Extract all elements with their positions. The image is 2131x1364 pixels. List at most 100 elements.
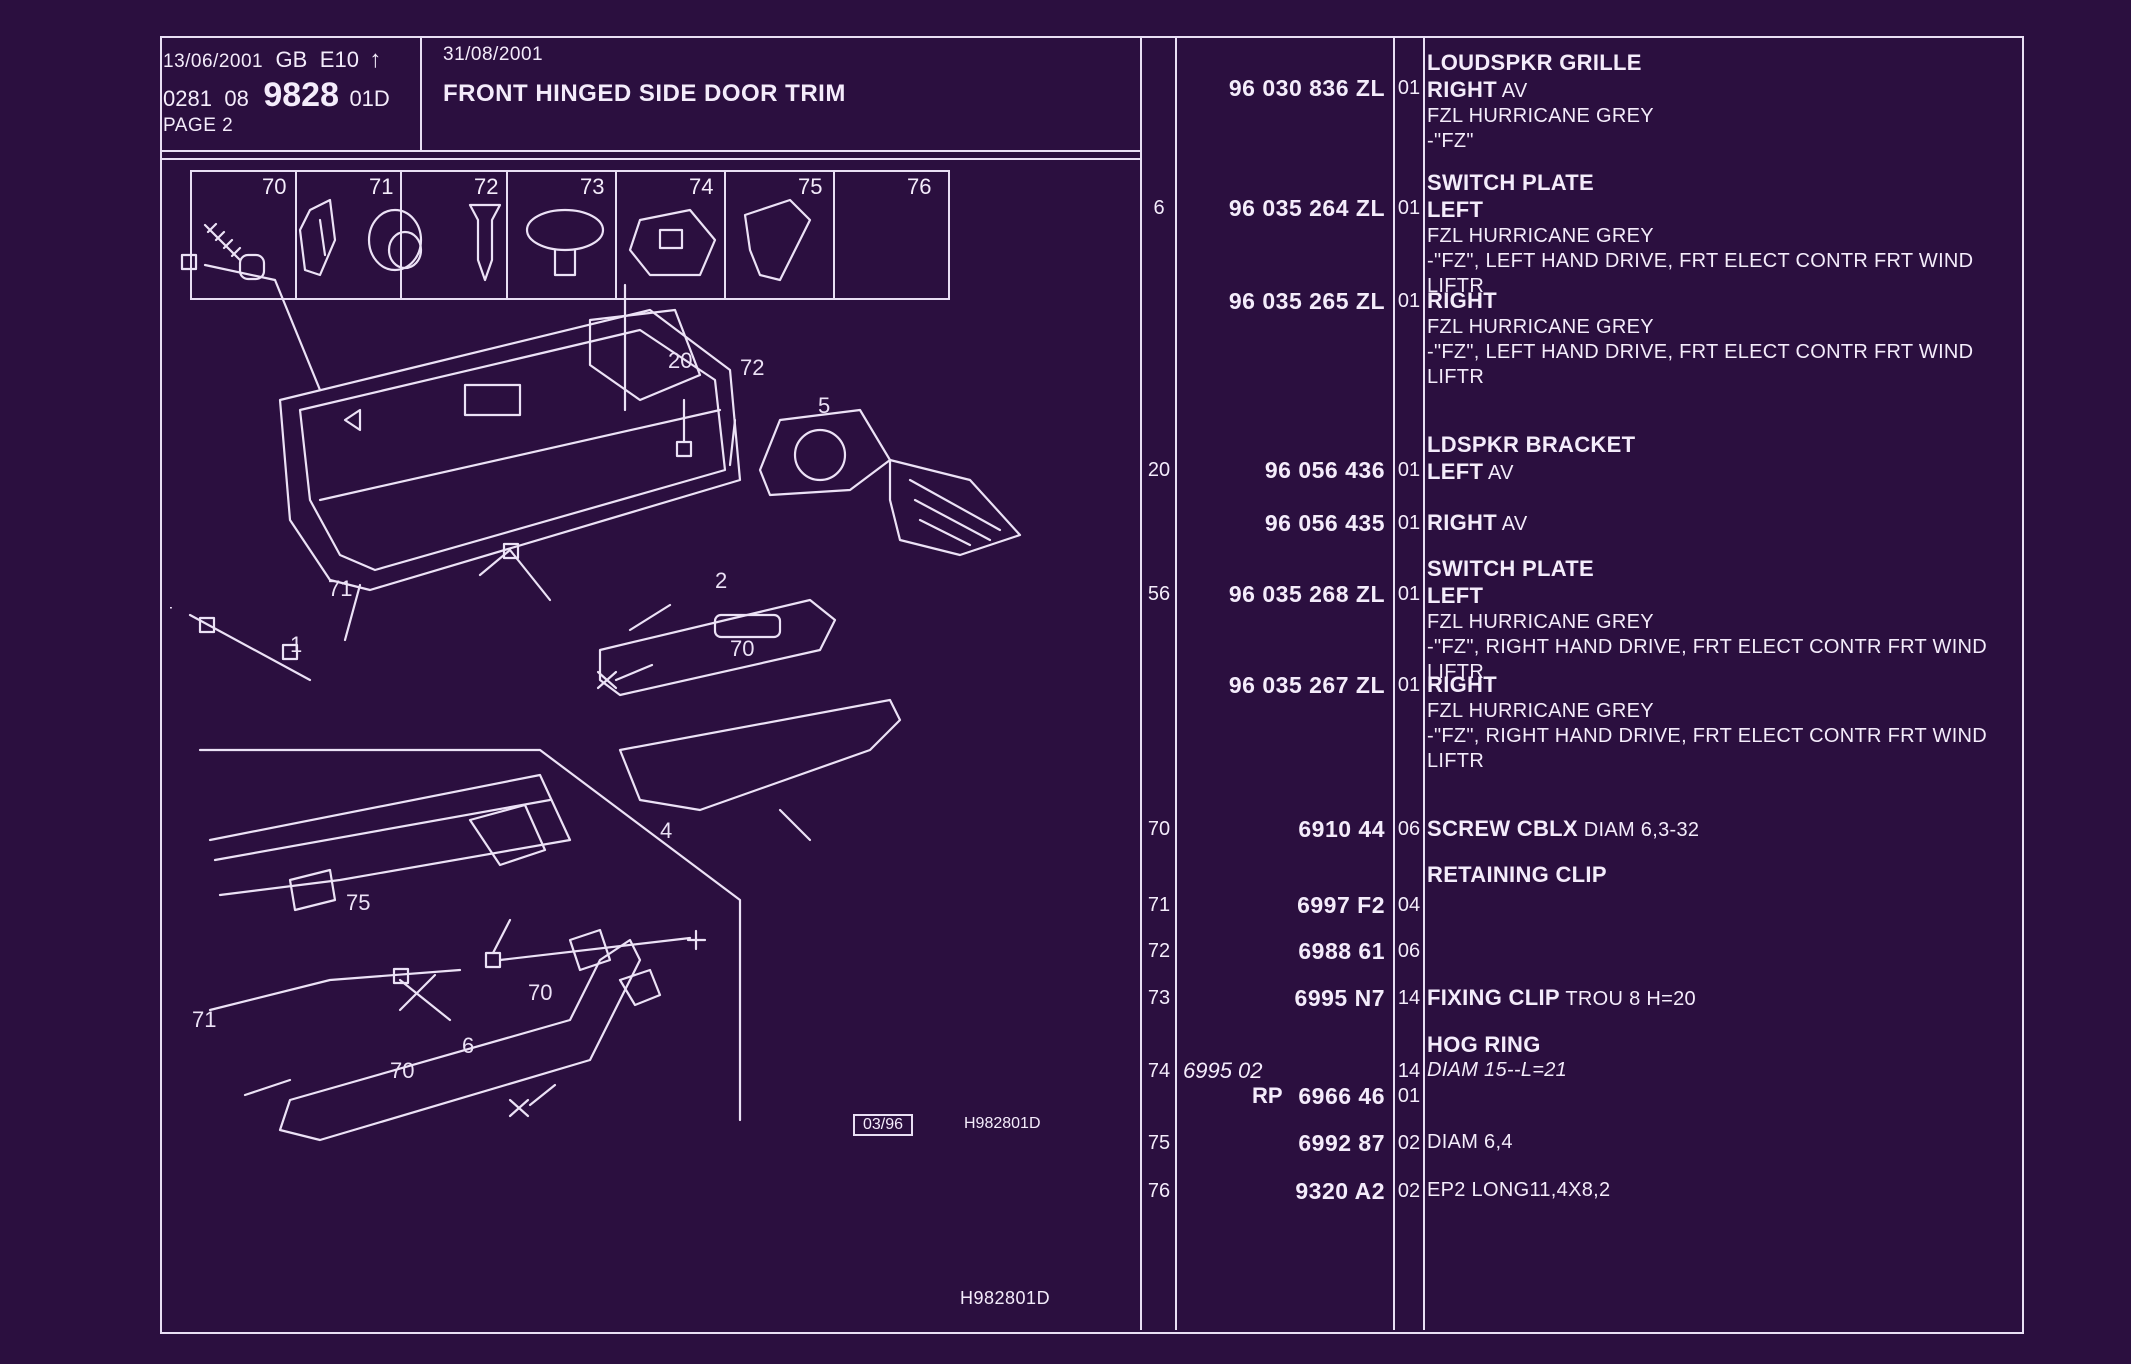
description-text: AV <box>1483 462 1514 484</box>
screw-icon <box>203 222 266 281</box>
part-number[interactable]: 6966 46 <box>1298 1083 1385 1109</box>
part-description: FIXING CLIP TROU 8 H=20 <box>1427 985 2017 1012</box>
description-line: SWITCH PLATE <box>1427 556 2017 583</box>
part-qty: 01 <box>1397 459 1421 481</box>
part-qty: 01 <box>1397 512 1421 534</box>
part-qty: 06 <box>1397 940 1421 962</box>
drawing-top-line <box>160 158 1140 160</box>
push-rivet-74-icon <box>525 208 605 277</box>
description-line: DIAM 6,4 <box>1427 1130 2017 1155</box>
header-plate-suffix: 01D <box>349 86 390 111</box>
description-text: DIAM 6,3-32 <box>1577 819 1700 841</box>
part-description: EP2 LONG11,4X8,2 <box>1427 1178 2017 1203</box>
part-number[interactable]: 96 056 436 <box>1264 457 1385 483</box>
description-line: LIFTR <box>1427 365 2017 390</box>
part-number[interactable]: 6995 N7 <box>1294 985 1385 1011</box>
part-rp-flag: RP <box>1252 1083 1283 1108</box>
description-text: -"FZ", LEFT HAND DRIVE, FRT ELECT CONTR … <box>1427 341 1974 363</box>
part-number-alt: 6995 02 <box>1183 1058 1263 1083</box>
callout-number: 74 <box>170 592 172 617</box>
part-description: RIGHT AV <box>1427 510 2017 537</box>
description-line: LIFTR <box>1427 274 2017 299</box>
part-number[interactable]: 96 035 268 ZL <box>1228 581 1385 607</box>
part-qty: 01 <box>1397 1085 1421 1107</box>
part-number[interactable]: 6910 44 <box>1298 816 1385 842</box>
description-line: SCREW CBLX DIAM 6,3-32 <box>1427 816 2017 843</box>
description-bold: HOG RING <box>1427 1032 1541 1057</box>
part-number[interactable]: 96 035 265 ZL <box>1228 288 1385 314</box>
part-number[interactable]: 96 056 435 <box>1264 510 1385 536</box>
part-number[interactable]: 6997 F2 <box>1297 892 1385 918</box>
door-trim-panel <box>278 308 742 592</box>
callout-number: 72 <box>740 355 764 380</box>
part-ref: 76 <box>1147 1180 1171 1202</box>
description-line: RIGHT AV <box>1427 77 2017 104</box>
part-number[interactable]: 6988 61 <box>1298 938 1385 964</box>
part-number[interactable]: 96 030 836 ZL <box>1228 75 1385 101</box>
part-ref: 71 <box>1147 894 1171 916</box>
description-text: AV <box>1496 513 1528 535</box>
callout-number: 6 <box>462 1033 474 1058</box>
header-bottom-line <box>160 150 1140 152</box>
description-line: LDSPKR BRACKET <box>1427 432 2017 459</box>
clip-71-icon <box>298 198 337 277</box>
thumbnail-label: 72 <box>474 174 499 199</box>
description-line: LEFT <box>1427 197 2017 224</box>
part-qty: 06 <box>1397 818 1421 840</box>
description-line: -"FZ", RIGHT HAND DRIVE, FRT ELECT CONTR… <box>1427 724 2017 749</box>
description-line: LEFT <box>1427 583 2017 610</box>
part-number[interactable]: 9320 A2 <box>1295 1178 1385 1204</box>
description-text: FZL HURRICANE GREY <box>1427 225 1654 247</box>
callout-number: 70 <box>528 980 552 1005</box>
description-bold: FIXING CLIP <box>1427 985 1560 1010</box>
thumbnail-divider <box>400 170 402 298</box>
description-bold: LEFT <box>1427 197 1484 222</box>
callout-number: 20 <box>668 348 692 373</box>
callout-number: 5 <box>818 393 830 418</box>
divider-ref <box>1175 38 1177 1330</box>
part-ref: 74 <box>1147 1060 1171 1082</box>
part-number[interactable]: 6992 87 <box>1298 1130 1385 1156</box>
part-number[interactable]: 96 035 267 ZL <box>1228 672 1385 698</box>
description-line: EP2 LONG11,4X8,2 <box>1427 1178 2017 1203</box>
thumbnail-label: 73 <box>580 174 605 199</box>
part-ref: 75 <box>1147 1132 1171 1154</box>
thumbnail-divider <box>506 170 508 298</box>
grommet-72-icon <box>367 208 423 272</box>
divider-drawing <box>1140 38 1142 1330</box>
door-trim-lower <box>208 773 662 1142</box>
description-line: -"FZ", LEFT HAND DRIVE, FRT ELECT CONTR … <box>1427 340 2017 365</box>
description-italic: DIAM 15--L=21 <box>1427 1059 1568 1081</box>
drawing-date: 03/96 <box>863 1116 904 1133</box>
callout-number: 75 <box>346 890 370 915</box>
header-country: GB <box>275 47 308 72</box>
part-qty: 01 <box>1397 77 1421 99</box>
description-bold: LEFT <box>1427 583 1484 608</box>
exploded-drawing: 7620725737471270147570716370 <box>170 198 1022 1142</box>
description-bold: SWITCH PLATE <box>1427 170 1594 195</box>
description-line: FZL HURRICANE GREY <box>1427 104 2017 129</box>
part-description: DIAM 15--L=21 <box>1427 1058 2017 1083</box>
description-text: FZL HURRICANE GREY <box>1427 316 1654 338</box>
description-text: FZL HURRICANE GREY <box>1427 611 1654 633</box>
header-divider <box>420 38 422 150</box>
thumbnail-label: 70 <box>262 174 287 199</box>
description-line: LEFT AV <box>1427 459 2017 486</box>
lower-inset-border <box>198 748 742 1122</box>
part-number[interactable]: 96 035 264 ZL <box>1228 195 1385 221</box>
part-qty: 14 <box>1397 987 1421 1009</box>
speaker-grille <box>888 458 1022 557</box>
description-text: -"FZ", LEFT HAND DRIVE, FRT ELECT CONTR … <box>1427 250 1974 272</box>
description-text: -"FZ" <box>1427 130 1474 152</box>
description-line: -"FZ", LEFT HAND DRIVE, FRT ELECT CONTR … <box>1427 249 2017 274</box>
switch-plate <box>598 598 837 697</box>
description-line: DIAM 15--L=21 <box>1427 1058 2017 1083</box>
description-line: LOUDSPKR GRILLE <box>1427 50 2017 77</box>
description-text: TROU 8 H=20 <box>1559 988 1696 1010</box>
nut-clip-75-icon <box>628 208 717 277</box>
description-text: LIFTR <box>1427 661 1485 683</box>
description-line: FZL HURRICANE GREY <box>1427 315 2017 340</box>
thumbnail-divider <box>724 170 726 298</box>
callout-number: 70 <box>730 636 754 661</box>
